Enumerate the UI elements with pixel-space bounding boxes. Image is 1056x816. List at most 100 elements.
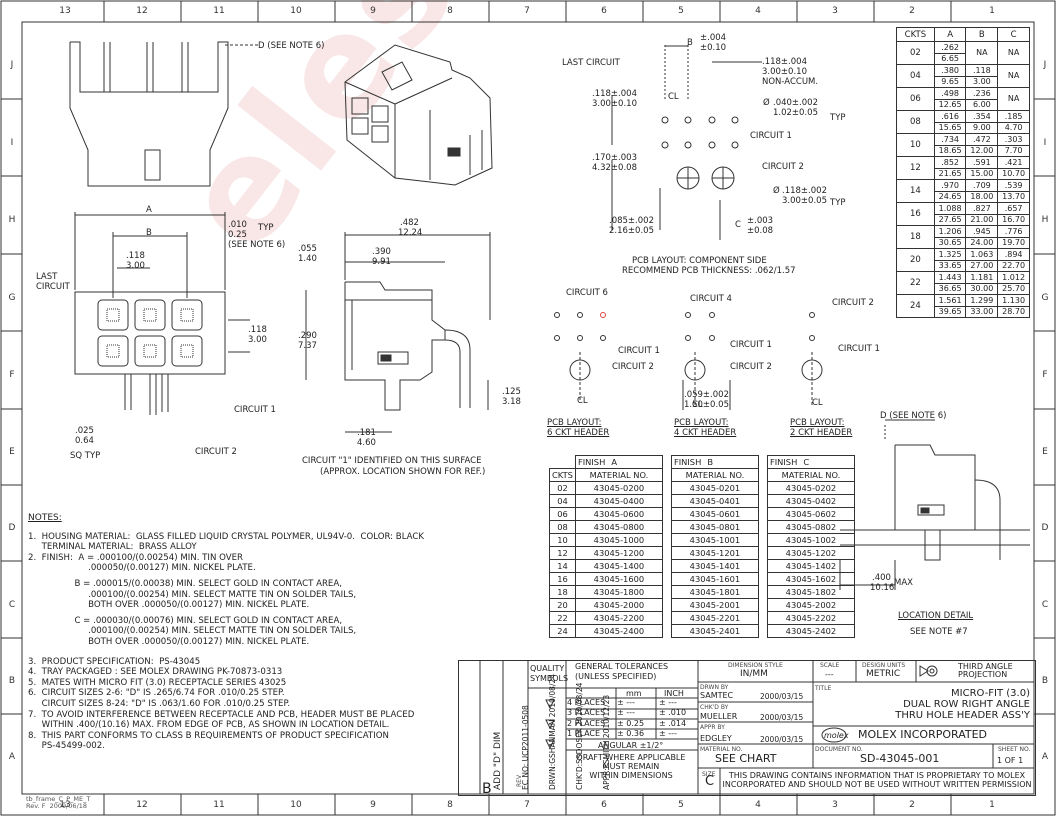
material-no-b: 43045-0201: [670, 481, 759, 495]
cl-4ckt: CL: [692, 400, 703, 410]
note-line: 4. TRAY PACKAGED : SEE MOLEX DRAWING PK-…: [28, 667, 283, 678]
dim-table-b-inch: 1.181: [966, 273, 998, 284]
material-no-a: 43045-1800: [574, 585, 663, 599]
material-no-b: 43045-0601: [670, 507, 759, 521]
finish-ckts: 10: [549, 533, 576, 547]
dim-table-b-mm: 18.00: [970, 191, 994, 201]
draft-note: DRAFT WHERE APPLICABLE MUST REMAIN WITHI…: [576, 753, 686, 780]
dim-table-c-inch: .776: [998, 227, 1029, 238]
dim-125: .125: [502, 387, 521, 397]
dim-390: .390: [372, 247, 391, 257]
sheet-label: SHEET NO.: [998, 746, 1031, 753]
dim-table-ckts: 24: [896, 294, 935, 318]
note-line: 2. FINISH: A = .000100/(0.00254) MIN. TI…: [28, 552, 244, 563]
dim-table-c-mm: 22.70: [1002, 260, 1026, 270]
dim-table-c-mm: 10.70: [1002, 168, 1026, 178]
design-units-value: METRIC: [866, 669, 901, 679]
finish-gap: [662, 534, 671, 547]
finish-gap: [758, 534, 767, 547]
dim-table-ckts: 08: [896, 110, 935, 134]
finish-gap: [662, 560, 671, 573]
cl-2ckt: CL: [812, 398, 823, 408]
dim-table-a-inch: 1.325: [934, 250, 966, 261]
zone-label: 3: [832, 6, 838, 16]
document-number: SD-43045-001: [860, 752, 940, 765]
material-no-a: 43045-0200: [574, 481, 663, 495]
dia-symbol-2: Ø: [773, 186, 780, 196]
dim-040: .040±.002: [773, 98, 818, 108]
finish-gap: [662, 521, 671, 534]
dim-table-header: CKTS: [896, 27, 935, 42]
note-line: BOTH OVER .000050/(0.00127) MIN. NICKEL …: [28, 636, 310, 647]
dim-table-ckts: 10: [896, 133, 935, 157]
material-no-b: 43045-2201: [670, 611, 759, 625]
dim-table-a-inch: 1.088: [934, 204, 966, 215]
dim-991: 9.91: [372, 257, 391, 267]
zone-label: F: [9, 370, 15, 380]
zone-label: 4: [755, 6, 761, 16]
dim-b-label: B: [146, 228, 152, 238]
material-no-b: 43045-1201: [670, 546, 759, 560]
dim-table-b-inch: 1.299: [966, 296, 998, 307]
dim-table-c-mm: 16.70: [1002, 214, 1026, 224]
dim-table-ckts: 16: [896, 202, 935, 226]
circuit6-label: CIRCUIT 6: [566, 288, 608, 298]
material-no-c: 43045-0602: [766, 507, 855, 521]
circuit1-label: CIRCUIT 1: [234, 405, 276, 415]
tolerance-inch: ± .014: [659, 718, 687, 728]
dim-table-a-mm: 15.65: [938, 122, 962, 132]
finish-gap: [758, 560, 767, 573]
finish-gap: [758, 469, 767, 482]
drawn-date: 2000/03/15: [760, 692, 804, 701]
note-line: B = .000015/(0.00038) MIN. SELECT GOLD I…: [28, 578, 342, 589]
dim-table-header: C: [997, 27, 1030, 42]
dim-table-c-inch: .303: [998, 135, 1029, 146]
zone-label: 13: [59, 800, 71, 810]
dim-table-header: A: [933, 27, 967, 42]
dim-table-b-mm: 6.00: [972, 99, 991, 109]
material-no-b: 43045-0801: [670, 520, 759, 534]
dim-216: 2.16±0.05: [609, 226, 654, 236]
finish-code: B: [707, 457, 714, 467]
notes-title: NOTES:: [28, 513, 62, 523]
note6-callout: D (SEE NOTE 6): [258, 41, 325, 51]
finish-blank: [550, 456, 576, 469]
material-no-c: 43045-1802: [766, 585, 855, 599]
dim-table-a-inch: 1.443: [934, 273, 966, 284]
symbols-label: SYMBOLS: [530, 674, 569, 683]
circuit2-label: CIRCUIT 2: [195, 447, 237, 457]
dim-118a: .118: [126, 251, 145, 261]
company-name: MOLEX INCORPORATED: [858, 728, 988, 741]
checked-by: MUELLER: [700, 712, 738, 721]
last-circuit-label: LAST CIRCUIT: [36, 272, 70, 292]
dim-059: .059±.002: [684, 390, 729, 400]
finish-gap: [758, 495, 767, 508]
dim-737: 7.37: [298, 341, 317, 351]
dim-table-c-inch: .539: [998, 181, 1029, 192]
zone-label: 3: [832, 800, 838, 810]
zone-label: G: [8, 293, 16, 303]
approved-date: 2000/03/15: [760, 735, 804, 744]
dim-style-value: IN/MM: [740, 669, 768, 679]
material-no-a: 43045-1600: [574, 572, 663, 586]
zone-label: 8: [447, 6, 453, 16]
